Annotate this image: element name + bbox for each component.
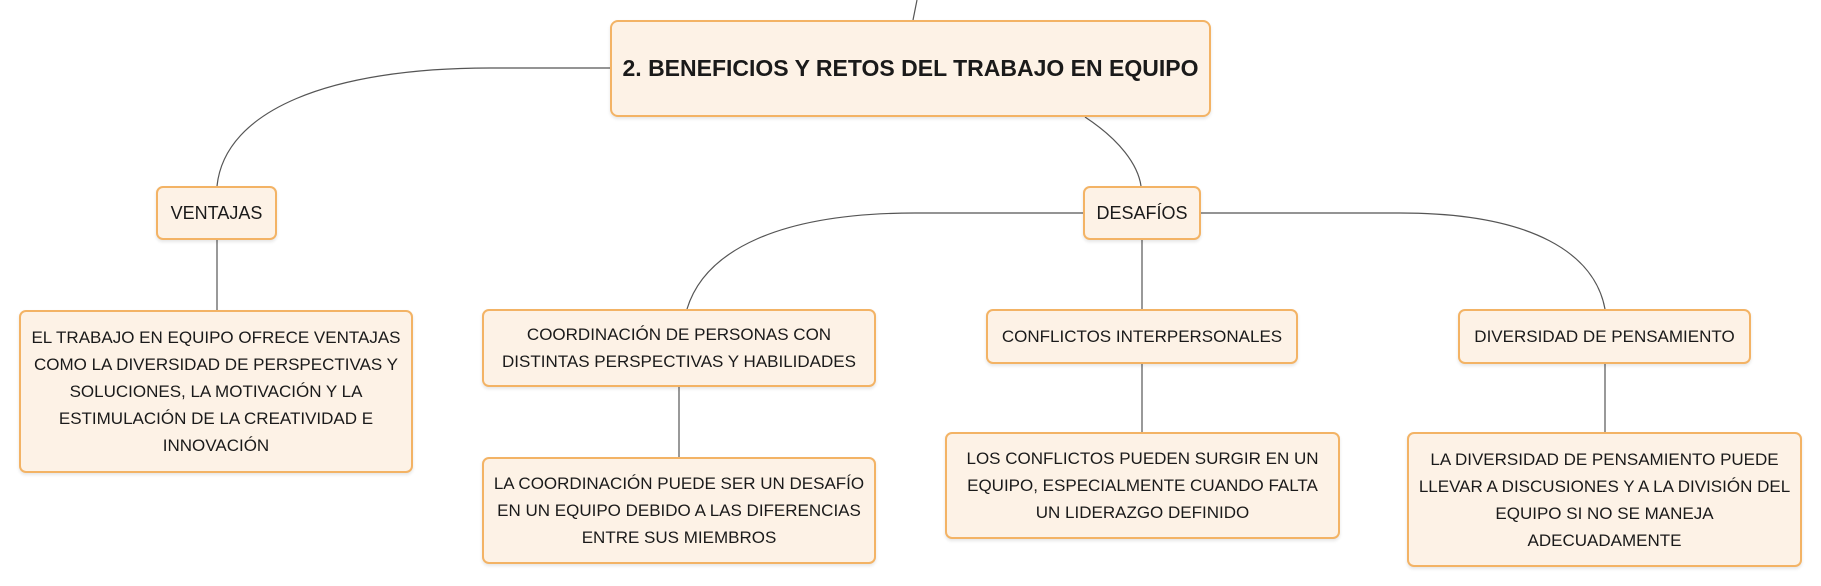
ventajas-node[interactable]: VENTAJAS — [156, 186, 277, 240]
diversidad-detail-node[interactable]: LA DIVERSIDAD DE PENSAMIENTO PUEDE LLEVA… — [1407, 432, 1802, 567]
conflictos-detail-text: LOS CONFLICTOS PUEDEN SURGIR EN UN EQUIP… — [966, 449, 1319, 522]
coordinacion-node[interactable]: COORDINACIÓN DE PERSONAS CON DISTINTAS P… — [482, 309, 876, 387]
connector-main-to-desafios — [1084, 116, 1142, 187]
ventajas-detail-text: EL TRABAJO EN EQUIPO OFRECE VENTAJAS COM… — [31, 328, 401, 455]
desafios-node[interactable]: DESAFÍOS — [1083, 186, 1201, 240]
conflictos-detail-node[interactable]: LOS CONFLICTOS PUEDEN SURGIR EN UN EQUIP… — [945, 432, 1340, 539]
coordinacion-detail-node[interactable]: LA COORDINACIÓN PUEDE SER UN DESAFÍO EN … — [482, 457, 876, 564]
ventajas-detail-node[interactable]: EL TRABAJO EN EQUIPO OFRECE VENTAJAS COM… — [19, 310, 413, 473]
conflictos-label: CONFLICTOS INTERPERSONALES — [1001, 327, 1283, 346]
conflictos-node[interactable]: CONFLICTOS INTERPERSONALES — [986, 309, 1298, 364]
ventajas-label: VENTAJAS — [170, 202, 263, 223]
diversidad-node[interactable]: DIVERSIDAD DE PENSAMIENTO — [1458, 309, 1751, 364]
diversidad-label: DIVERSIDAD DE PENSAMIENTO — [1474, 327, 1735, 346]
coordinacion-label: COORDINACIÓN DE PERSONAS CON DISTINTAS P… — [502, 325, 856, 371]
connector-desafios-to-diversidad — [1201, 212, 1606, 310]
main-topic-node[interactable]: 2. BENEFICIOS Y RETOS DEL TRABAJO EN EQU… — [610, 20, 1211, 117]
connector-desafios-to-coordinacion — [686, 212, 1083, 310]
desafios-label: DESAFÍOS — [1096, 202, 1188, 223]
connector-main-to-ventajas — [216, 67, 610, 187]
diversidad-detail-text: LA DIVERSIDAD DE PENSAMIENTO PUEDE LLEVA… — [1418, 449, 1791, 550]
coordinacion-detail-text: LA COORDINACIÓN PUEDE SER UN DESAFÍO EN … — [493, 474, 865, 547]
connector-parent-to-main — [912, 0, 918, 21]
main-topic-label: 2. BENEFICIOS Y RETOS DEL TRABAJO EN EQU… — [622, 55, 1199, 81]
